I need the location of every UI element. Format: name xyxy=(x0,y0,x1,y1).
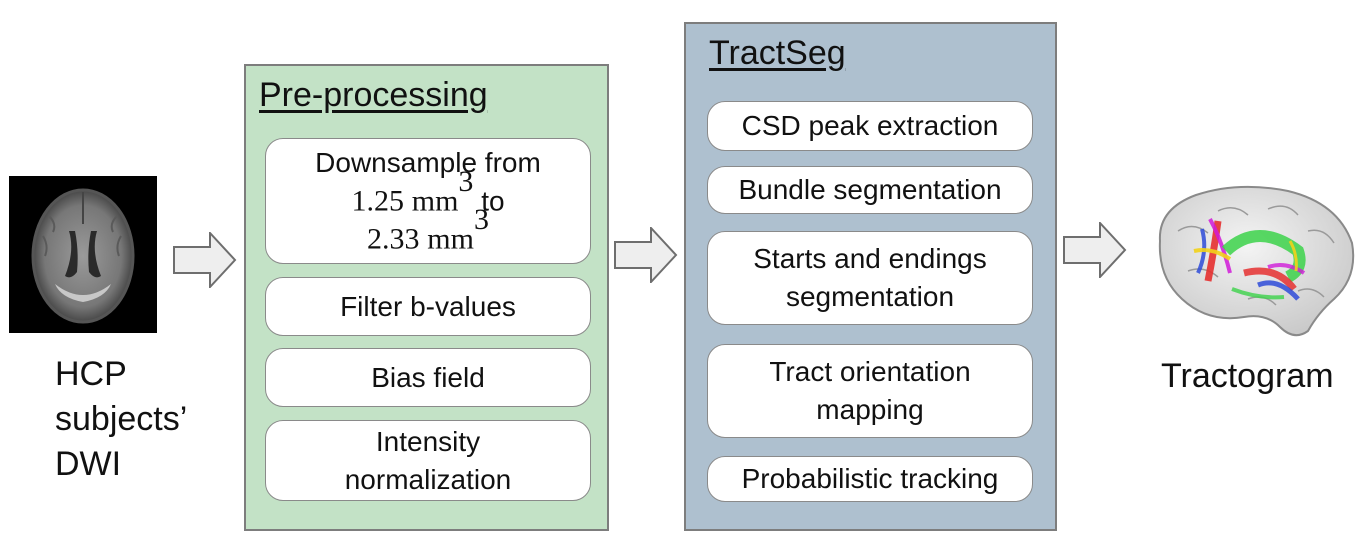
tractogram-brain-image xyxy=(1148,181,1360,343)
step-csd-peak-extraction: CSD peak extraction xyxy=(707,101,1033,151)
flow-arrow-icon xyxy=(1063,222,1127,278)
downsample-line1: Downsample from xyxy=(315,146,541,178)
step-tract-orientation-mapping: Tract orientation mapping xyxy=(707,344,1033,438)
flow-arrow-icon xyxy=(614,227,678,283)
flow-arrow-icon xyxy=(173,232,237,288)
input-label: HCP subjects’ DWI xyxy=(55,355,188,483)
step-starts-endings-segmentation: Starts and endings segmentation xyxy=(707,231,1033,325)
step-downsample: Downsample from 1.25 mm3 to 2.33 mm3 xyxy=(265,138,591,264)
downsample-line3: 2.33 mm3 xyxy=(367,203,489,256)
tractseg-title: TractSeg xyxy=(709,34,846,72)
step-probabilistic-tracking: Probabilistic tracking xyxy=(707,456,1033,502)
downsample-line2: 1.25 mm3 to xyxy=(351,164,505,217)
output-label: Tractogram xyxy=(1161,357,1334,395)
step-intensity-normalization: Intensity normalization xyxy=(265,420,591,501)
dwi-brain-image xyxy=(9,176,157,333)
step-filter-bvalues: Filter b-values xyxy=(265,277,591,336)
step-bundle-segmentation: Bundle segmentation xyxy=(707,166,1033,214)
preprocessing-title: Pre-processing xyxy=(259,76,488,114)
step-bias-field: Bias field xyxy=(265,348,591,407)
